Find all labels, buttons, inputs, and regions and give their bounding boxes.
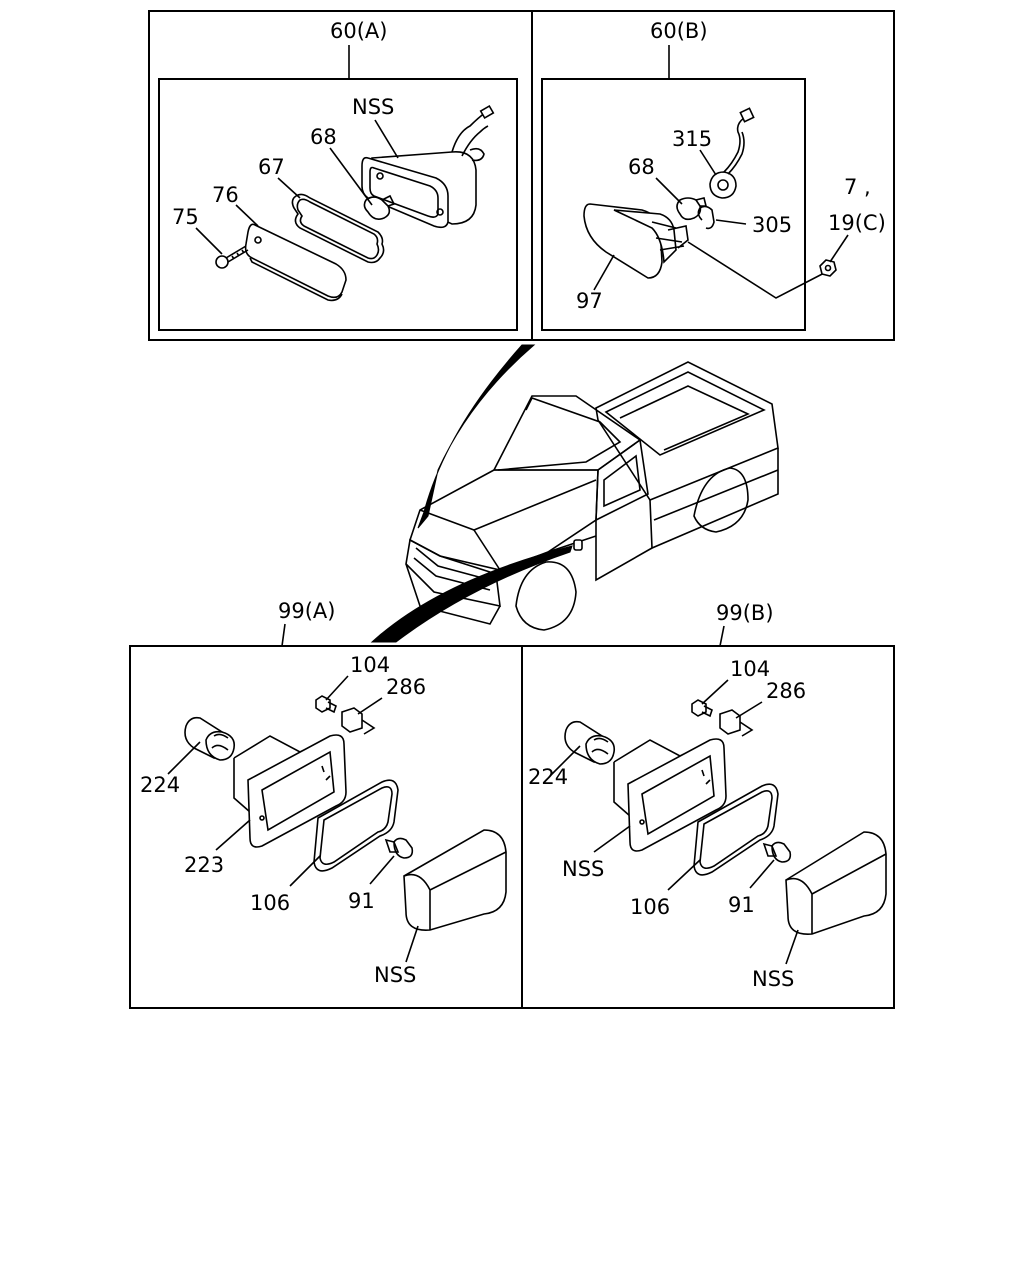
clip-nut-286a — [341, 707, 376, 735]
label-91-99b: 91 — [728, 893, 755, 917]
housing-60a — [361, 104, 495, 229]
label-223: 223 — [184, 853, 224, 877]
lamp-assembly-60b — [583, 107, 849, 299]
label-75: 75 — [172, 205, 199, 229]
lamp-assembly-60a — [195, 104, 495, 302]
top-panel-frame — [148, 10, 895, 341]
label-286-99b: 286 — [766, 679, 806, 703]
label-67: 67 — [258, 155, 285, 179]
title-60a: 60(A) — [330, 19, 387, 43]
screw-75 — [215, 245, 249, 269]
label-104-99a: 104 — [350, 653, 390, 677]
label-76: 76 — [212, 183, 239, 207]
label-106-99a: 106 — [250, 891, 290, 915]
housing-223 — [233, 734, 347, 848]
lamp-assembly-99b — [549, 679, 887, 965]
bulb-91b — [762, 841, 792, 863]
leaders-99a — [167, 675, 419, 963]
label-305: 305 — [752, 213, 792, 237]
lens-76 — [244, 223, 347, 302]
lens-nss-99a — [403, 829, 507, 931]
lamp-assembly-99a — [167, 675, 507, 963]
wire-60b — [687, 241, 831, 299]
pointer-bottom — [370, 545, 573, 643]
gasket-106b — [693, 783, 779, 876]
labels: 60(A) 60(B) 99(A) 99(B) NSS 68 67 76 75 … — [140, 19, 886, 991]
label-68-60b: 68 — [628, 155, 655, 179]
label-104-99b: 104 — [730, 657, 770, 681]
gasket-106a — [313, 779, 399, 872]
bulb-91a — [384, 837, 414, 859]
label-68-60a: 68 — [310, 125, 337, 149]
label-224-99b: 224 — [528, 765, 568, 789]
leaders-60b — [593, 149, 849, 291]
label-19c: 19(C) — [828, 211, 886, 235]
label-315: 315 — [672, 127, 712, 151]
housing-99b — [613, 738, 727, 852]
housing-97 — [583, 203, 689, 279]
pointer-top — [417, 344, 536, 529]
clip-nut-286b — [719, 709, 754, 737]
bolt-104b — [691, 699, 713, 718]
bulb-68b — [676, 197, 708, 221]
nut-19c — [819, 259, 837, 277]
gasket-67 — [291, 193, 385, 264]
label-224-99a: 224 — [140, 773, 180, 797]
clip-305 — [697, 205, 715, 230]
label-nss-60a: NSS — [352, 95, 394, 119]
label-nss-99b-housing: NSS — [562, 857, 604, 881]
title-99a: 99(A) — [278, 599, 335, 623]
bolt-104a — [315, 695, 337, 714]
label-nss-99b-lens: NSS — [752, 967, 794, 991]
label-97: 97 — [576, 289, 603, 313]
label-7: 7 , — [844, 175, 871, 199]
leaders-60a — [195, 119, 399, 255]
label-nss-99a: NSS — [374, 963, 416, 987]
leaders-99b — [549, 679, 799, 965]
label-106-99b: 106 — [630, 895, 670, 919]
socket-224a — [184, 716, 236, 761]
title-60b: 60(B) — [650, 19, 708, 43]
title-99b: 99(B) — [716, 601, 774, 625]
socket-315 — [709, 107, 755, 199]
label-91-99a: 91 — [348, 889, 375, 913]
socket-224b — [564, 720, 616, 765]
label-286-99a: 286 — [386, 675, 426, 699]
bottom-panel-frame — [129, 623, 895, 1009]
lens-nss-99b — [785, 831, 887, 935]
